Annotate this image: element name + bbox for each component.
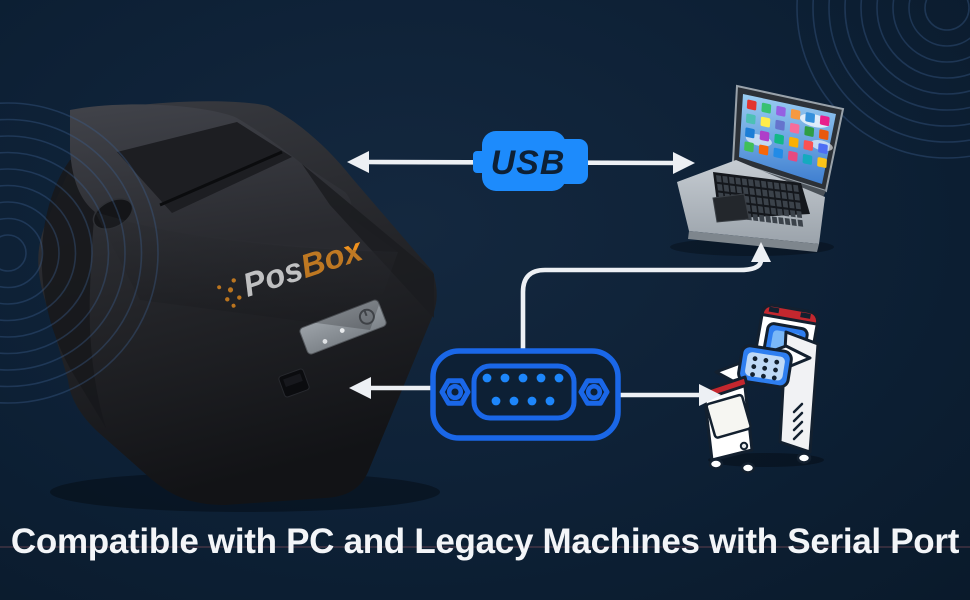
arrow-left-icon — [349, 377, 371, 399]
laptop-illustration — [677, 84, 845, 252]
machine-button — [739, 441, 749, 451]
caption-underline — [0, 546, 970, 548]
arrow-up-icon — [751, 242, 771, 262]
machine-well-block — [737, 344, 793, 389]
led-indicator — [339, 328, 345, 333]
printer-paper-slot — [117, 122, 292, 213]
laptop-screen-content — [744, 99, 833, 168]
machine-vents — [792, 402, 804, 441]
receipt-printer-illustration: PosBox — [38, 101, 437, 505]
machine-shadow — [708, 453, 824, 467]
caption-row: Compatible with PC and Legacy Machines w… — [0, 522, 970, 562]
screw-nut-right-icon — [578, 378, 610, 406]
machine-front-screen — [705, 393, 752, 439]
led-indicator — [322, 339, 328, 344]
laptop-base-edge — [688, 231, 819, 252]
arrow-right-icon — [699, 384, 721, 406]
usb-plug-icon: USB — [473, 131, 588, 191]
keyboard-keys — [715, 175, 804, 227]
sample-wells — [750, 356, 780, 381]
serial-pins — [482, 373, 564, 406]
arrow-right-icon — [673, 152, 695, 174]
serial-connection-arrows — [349, 242, 771, 406]
caption-text: Compatible with PC and Legacy Machines w… — [10, 522, 960, 561]
app-tiles-grid — [744, 99, 830, 168]
decor-rings-top-right — [796, 0, 970, 159]
legacy-machine-illustration — [701, 303, 820, 474]
laptop-touchpad — [712, 193, 750, 223]
decor-rings-left — [0, 102, 159, 404]
printer-switch — [278, 368, 310, 398]
screw-nut-left-icon — [439, 378, 471, 406]
usb-label: USB — [491, 144, 566, 182]
serial-db9-icon — [430, 348, 621, 441]
arrow-left-icon — [347, 151, 369, 173]
